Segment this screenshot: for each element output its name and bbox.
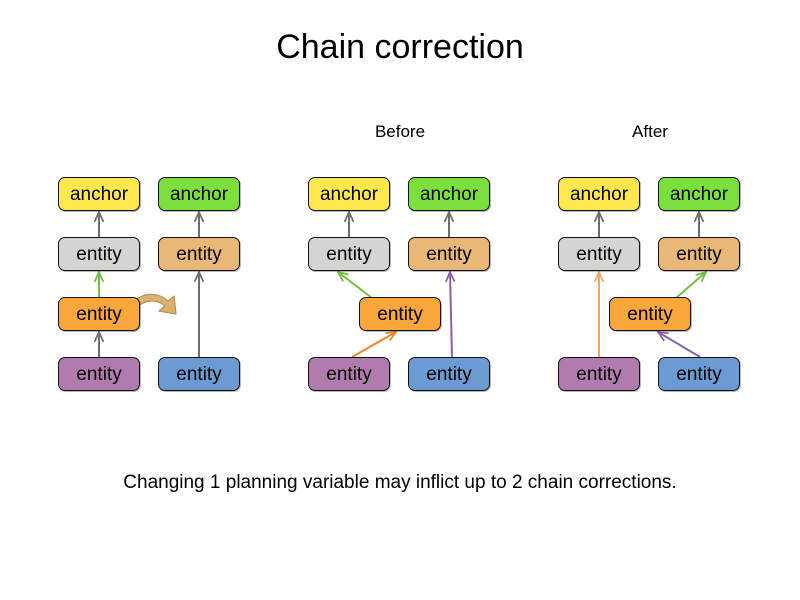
page-title: Chain correction xyxy=(276,28,524,66)
node-label: anchor xyxy=(319,183,379,205)
node-o-blue: entity xyxy=(158,357,240,391)
section-label-before: Before xyxy=(374,122,426,141)
node-label: anchor xyxy=(569,183,629,205)
node-a-gray: entity xyxy=(558,237,640,271)
node-label: anchor xyxy=(69,183,129,205)
edge-a-orange-to-a-tan xyxy=(675,271,707,299)
node-b-tan: entity xyxy=(408,237,490,271)
node-a-orange: entity xyxy=(609,297,691,331)
arrowhead-o-purple-to-o-orange xyxy=(94,331,104,343)
node-label: anchor xyxy=(169,183,229,205)
node-b-orange: entity xyxy=(359,297,441,331)
edge-a-blue-to-a-orange xyxy=(657,331,701,358)
section-label-after: After xyxy=(632,122,668,141)
edge-b-purple-to-b-orange xyxy=(351,331,397,358)
node-label: entity xyxy=(176,243,222,265)
node-label: entity xyxy=(576,243,622,265)
node-label: entity xyxy=(76,303,122,325)
node-a-purple: entity xyxy=(558,357,640,391)
arrowhead-b-purple-to-b-orange xyxy=(385,331,397,341)
arrowhead-o-orange-to-o-gray xyxy=(94,271,104,283)
node-label: entity xyxy=(627,303,673,325)
node-o-tan: entity xyxy=(158,237,240,271)
node-b-blue: entity xyxy=(408,357,490,391)
node-label: entity xyxy=(326,363,372,385)
node-label: entity xyxy=(676,243,722,265)
node-o-orange: entity xyxy=(58,297,140,331)
node-a-anchor-left: anchor xyxy=(558,177,640,211)
node-label: entity xyxy=(377,303,423,325)
diagram-caption: Changing 1 planning variable may inflict… xyxy=(123,472,677,493)
arrowhead-o-gray-to-o-anchor-left xyxy=(94,211,104,223)
node-label: entity xyxy=(426,243,472,265)
node-label: entity xyxy=(76,363,122,385)
arrowhead-b-tan-to-b-anchor-right xyxy=(444,211,454,223)
node-label: entity xyxy=(676,363,722,385)
node-a-anchor-right: anchor xyxy=(658,177,740,211)
node-label: entity xyxy=(576,363,622,385)
node-label: anchor xyxy=(419,183,479,205)
node-b-gray: entity xyxy=(308,237,390,271)
node-o-purple: entity xyxy=(58,357,140,391)
edge-b-blue-to-b-tan xyxy=(449,271,453,358)
arrowhead-b-blue-to-b-tan xyxy=(445,271,456,283)
node-o-gray: entity xyxy=(58,237,140,271)
arrowhead-a-purple-to-a-gray xyxy=(594,271,604,283)
node-o-anchor-right: anchor xyxy=(158,177,240,211)
arrowhead-a-gray-to-a-anchor-left xyxy=(594,211,604,223)
arrowhead-a-tan-to-a-anchor-right xyxy=(694,211,704,223)
node-b-purple: entity xyxy=(308,357,390,391)
node-a-tan: entity xyxy=(658,237,740,271)
arrowhead-o-blue-to-o-tan xyxy=(194,271,204,283)
node-label: entity xyxy=(326,243,372,265)
node-label: entity xyxy=(176,363,222,385)
arrowhead-a-orange-to-a-tan xyxy=(695,271,707,282)
node-b-anchor-right: anchor xyxy=(408,177,490,211)
node-o-anchor-left: anchor xyxy=(58,177,140,211)
move-arrow-icon xyxy=(130,293,177,315)
arrowhead-b-orange-to-b-gray xyxy=(337,271,349,282)
node-a-blue: entity xyxy=(658,357,740,391)
arrowhead-o-tan-to-o-anchor-right xyxy=(194,211,204,223)
edge-b-orange-to-b-gray xyxy=(337,271,373,299)
node-label: anchor xyxy=(669,183,729,205)
node-b-anchor-left: anchor xyxy=(308,177,390,211)
node-label: entity xyxy=(426,363,472,385)
node-label: entity xyxy=(76,243,122,265)
arrowhead-a-blue-to-a-orange xyxy=(657,331,669,342)
arrowhead-b-gray-to-b-anchor-left xyxy=(344,211,354,223)
